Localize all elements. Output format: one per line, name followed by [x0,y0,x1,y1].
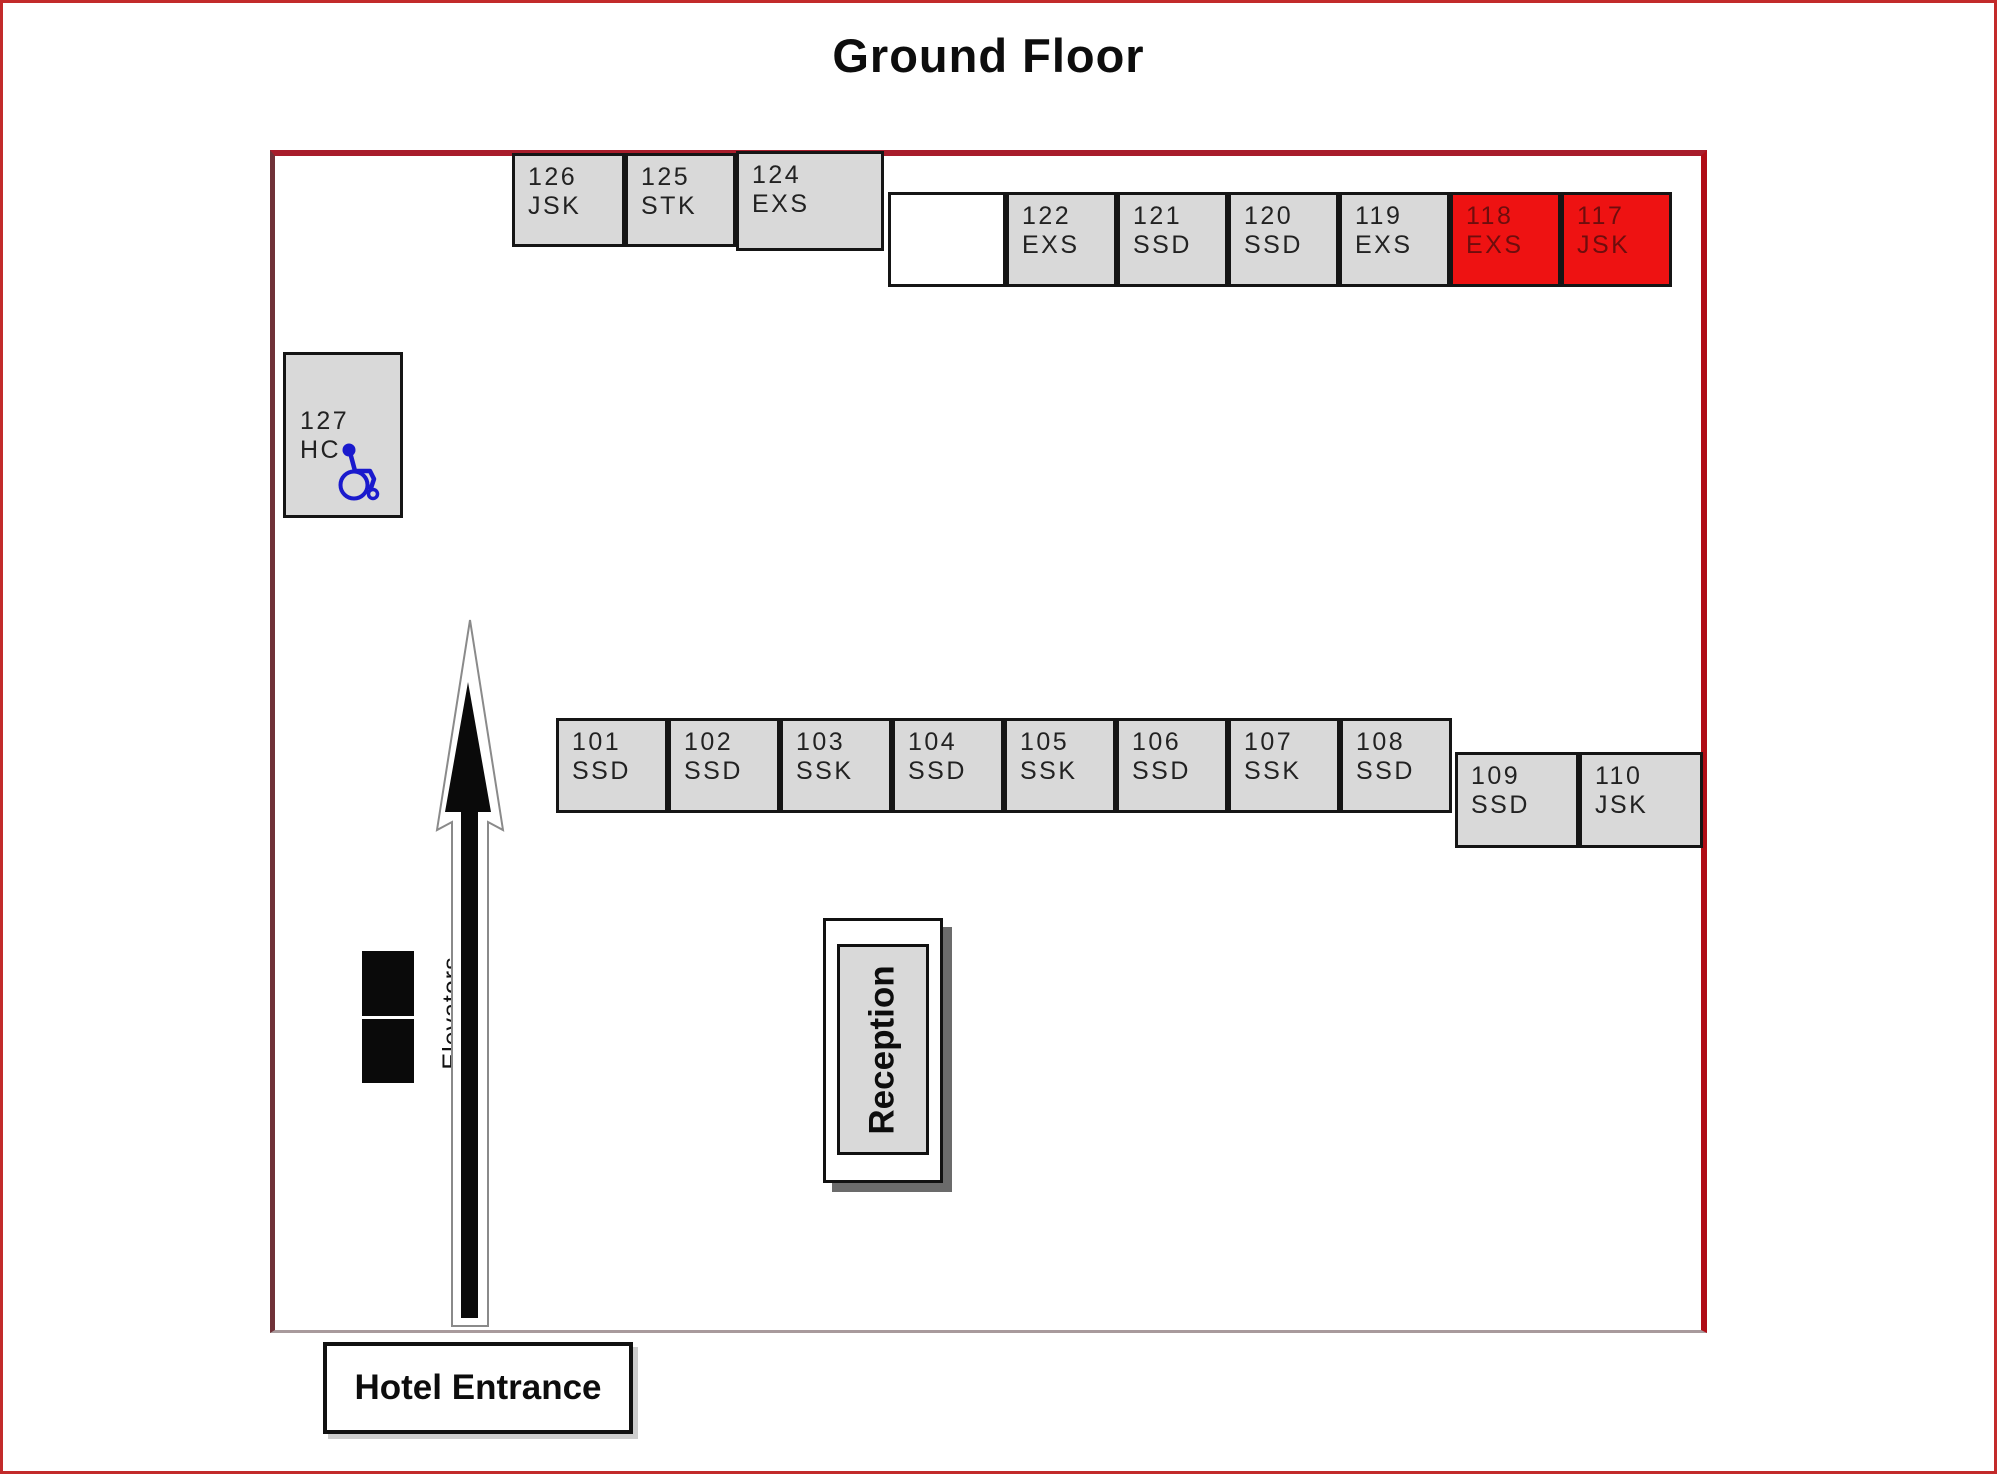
room-unlabeled [888,192,1006,287]
room-type: SSD [1471,790,1530,819]
room-type: SSK [796,756,854,785]
room-type: JSK [1577,230,1631,259]
room-127: 127 HC [283,352,403,518]
room-number: 101 [572,728,622,756]
room-type: EXS [1466,230,1524,259]
room-number: 104 [908,728,958,756]
room-type: SSD [908,756,967,785]
page-title: Ground Floor [832,29,1145,82]
floor-plan-boundary [270,150,1707,1333]
room-type: EXS [1355,230,1413,259]
room-number: 121 [1133,202,1183,230]
room-number: 108 [1356,728,1406,756]
room-type: SSD [1356,756,1415,785]
room-type: SSD [1132,756,1191,785]
room-type: SSD [1244,230,1303,259]
room-number: 106 [1132,728,1182,756]
room-type: EXS [1022,230,1080,259]
hotel-entrance: Hotel Entrance [323,1342,633,1434]
room-number: 119 [1355,202,1403,230]
room-number: 109 [1471,762,1521,790]
wheelchair-icon [338,443,380,501]
reception-desk-inner: Reception [837,944,929,1155]
elevator-shaft-2 [362,1019,414,1083]
room-number: 126 [528,163,578,191]
room-type: SSK [1020,756,1078,785]
room-number: 124 [752,161,802,189]
room-number: 107 [1244,728,1294,756]
room-type: EXS [752,189,810,218]
room-number: 120 [1244,202,1294,230]
room-type: SSK [1244,756,1302,785]
room-type: SSD [684,756,743,785]
direction-arrow [435,619,505,1327]
hotel-entrance-label: Hotel Entrance [354,1368,602,1407]
room-number: 105 [1020,728,1070,756]
room-type: HC [300,435,342,464]
room-number: 127 [300,407,350,435]
room-number: 103 [796,728,846,756]
room-number: 122 [1022,202,1072,230]
room-number: 125 [641,163,691,191]
room-number: 118 [1466,202,1514,230]
room-type: JSK [1595,790,1649,819]
room-type: SSD [572,756,631,785]
room-number: 110 [1595,762,1643,790]
room-number: 102 [684,728,734,756]
room-type: STK [641,191,698,220]
room-number: 117 [1577,202,1625,230]
room-type: SSD [1133,230,1192,259]
reception-desk: Reception [823,918,943,1183]
room-type: JSK [528,191,582,220]
reception-label: Reception [863,964,903,1135]
elevator-shaft-1 [362,951,414,1016]
